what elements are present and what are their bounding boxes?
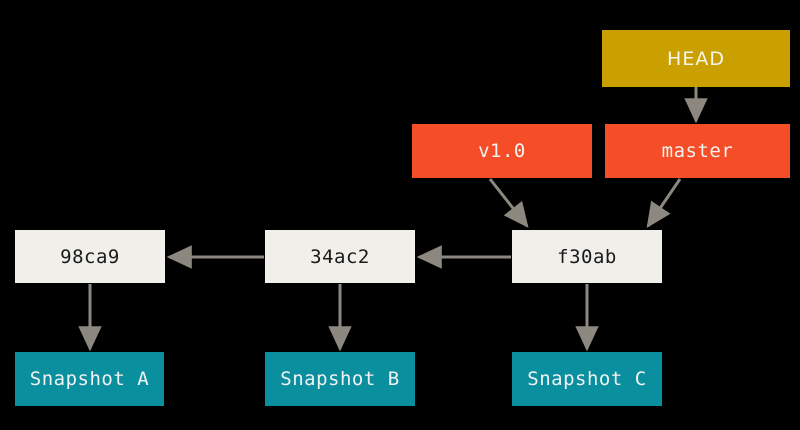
edge-master-to-f30ab — [646, 178, 682, 228]
tag-v1-0-label: v1.0 — [478, 140, 526, 162]
snapshot-a-label: Snapshot A — [29, 368, 150, 390]
branch-master-node: master — [605, 124, 790, 178]
snapshot-b-node: Snapshot B — [265, 352, 415, 406]
tag-v1-0-node: v1.0 — [412, 124, 592, 178]
edge-v10-to-f30ab — [488, 178, 529, 228]
snapshot-a-node: Snapshot A — [15, 352, 164, 406]
snapshot-b-label: Snapshot B — [280, 368, 400, 390]
commit-34ac2-label: 34ac2 — [310, 245, 370, 268]
commit-34ac2-node: 34ac2 — [265, 230, 415, 283]
head-pointer-label: HEAD — [667, 47, 725, 70]
head-pointer-node: HEAD — [602, 30, 790, 87]
snapshot-c-node: Snapshot C — [512, 352, 662, 406]
commit-98ca9-label: 98ca9 — [60, 245, 120, 268]
snapshot-c-label: Snapshot C — [527, 368, 647, 390]
branch-master-label: master — [661, 140, 734, 162]
commit-98ca9-node: 98ca9 — [15, 230, 165, 283]
commit-f30ab-node: f30ab — [512, 230, 662, 283]
commit-f30ab-label: f30ab — [557, 245, 617, 268]
